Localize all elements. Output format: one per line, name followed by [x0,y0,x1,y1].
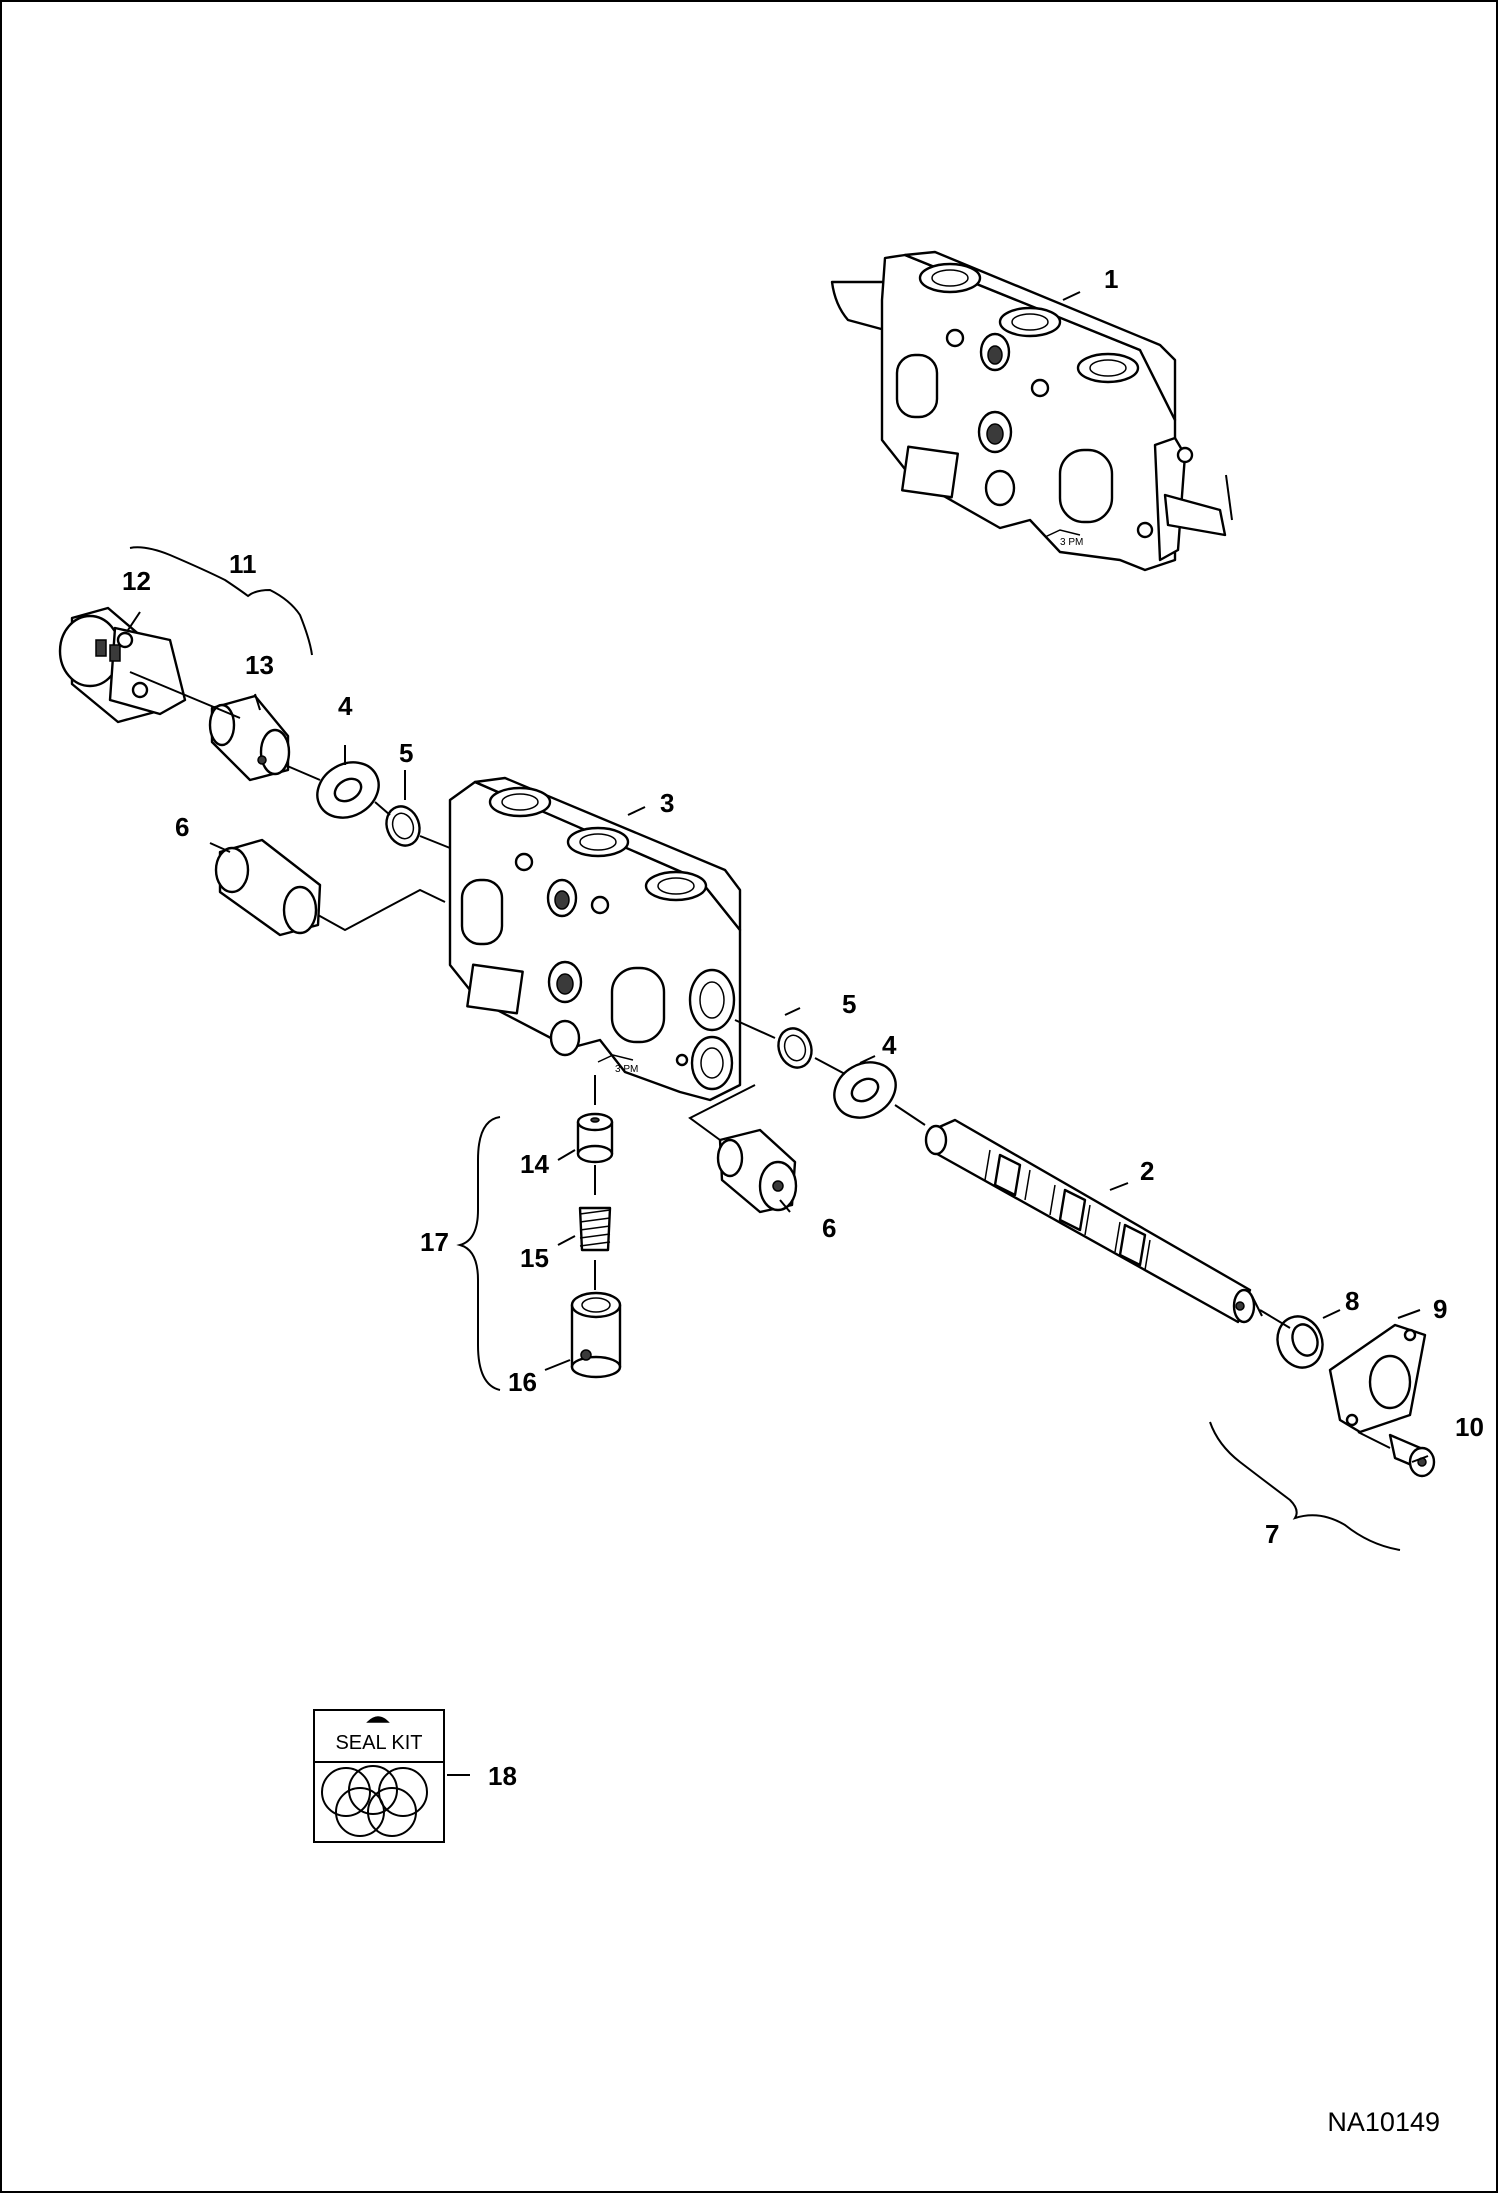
port-2 [998,306,1062,338]
callout-13: 13 [245,650,274,680]
callout-18: 18 [488,1761,517,1791]
washer-upper [316,761,380,819]
spool-seal [1276,1315,1324,1369]
callout-3: 3 [660,788,674,818]
spool [924,1118,1256,1324]
plug-lower [716,1128,798,1214]
body-port-1 [488,786,552,818]
bracket-11 [129,546,313,656]
port-1 [918,262,982,294]
callout-8: 8 [1345,1286,1359,1316]
cap-screw [1388,1433,1436,1478]
valve-body: 3 PM [448,776,742,1102]
o-rings-icon [321,1765,428,1837]
bracket-17 [456,1116,501,1391]
body-port-3 [644,870,708,902]
callout-6-left: 6 [175,812,189,842]
valve-section-assembly: 3 PM [830,250,1227,572]
leader-lines [127,291,1429,1776]
retainer-plate [1328,1323,1427,1434]
callout-10: 10 [1455,1412,1484,1442]
washer-lower [833,1061,897,1119]
callout-1: 1 [1104,264,1118,294]
callout-15: 15 [520,1243,549,1273]
callout-9: 9 [1433,1294,1447,1324]
plug-left [214,838,322,937]
callout-2: 2 [1140,1156,1154,1186]
callout-17: 17 [420,1227,449,1257]
spring-15 [578,1206,612,1252]
callout-labels: 1 2 3 4 4 5 5 6 6 7 8 9 10 11 12 13 14 1… [122,264,1484,1791]
spool-cap [58,606,187,724]
seal-kit-label: SEAL KIT [335,1732,422,1754]
callout-6-lower: 6 [822,1213,836,1243]
bracket-7 [1209,1421,1401,1551]
callout-12: 12 [122,566,151,596]
seal-kit-box: SEAL KIT [313,1709,445,1843]
callout-7: 7 [1265,1519,1279,1549]
o-ring-upper [385,805,421,847]
port-3 [1076,352,1140,384]
plug-16 [570,1291,622,1379]
callout-4-upper: 4 [338,691,353,721]
drawing-code: NA10149 [1327,2107,1440,2137]
detent-assembly [208,694,291,782]
callout-16: 16 [508,1367,537,1397]
o-ring-lower [777,1027,813,1069]
plunger-14 [576,1112,614,1164]
callout-11: 11 [229,549,257,579]
callout-4-lower: 4 [882,1030,897,1060]
callout-5-upper: 5 [399,738,413,768]
callout-5-lower: 5 [842,989,856,1019]
svg-text:3 PM: 3 PM [1060,537,1083,548]
callout-14: 14 [520,1149,549,1179]
body-port-2 [566,826,630,858]
svg-text:3 PM: 3 PM [615,1064,638,1075]
